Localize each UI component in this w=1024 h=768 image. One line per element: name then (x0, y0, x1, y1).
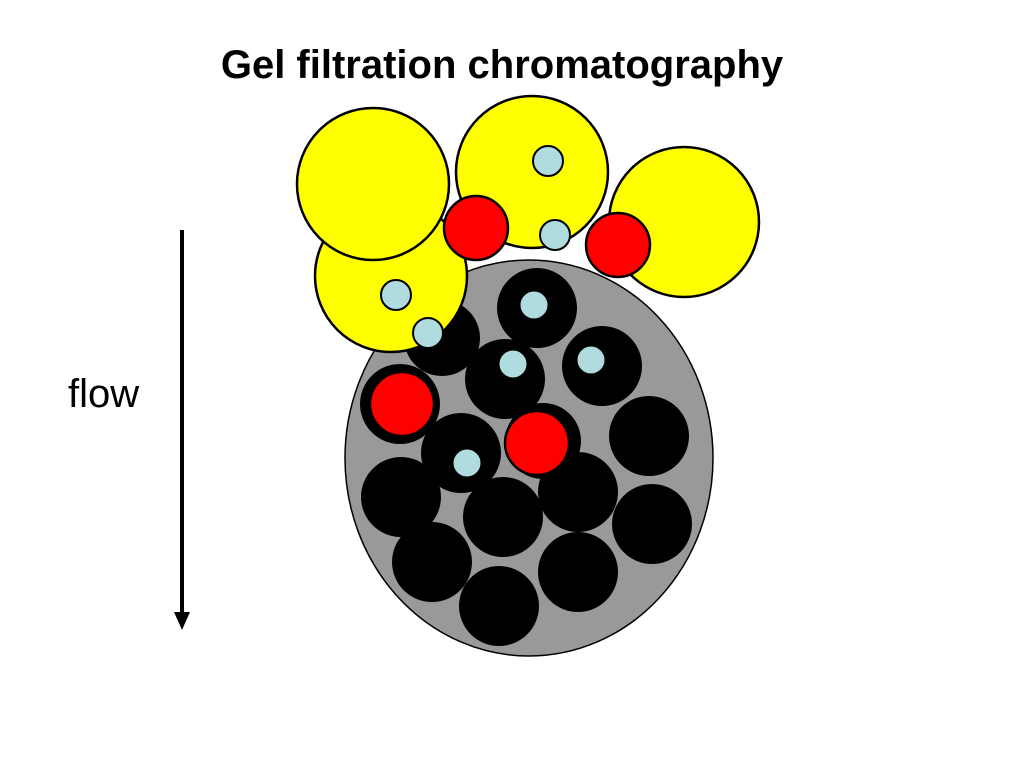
small-molecule (380, 279, 412, 311)
gel-bead (361, 457, 441, 537)
page-title: Gel filtration chromatography (220, 43, 784, 87)
medium-molecule (368, 370, 436, 438)
medium-molecule (503, 409, 571, 477)
small-molecule (532, 145, 564, 177)
small-molecule (498, 349, 528, 379)
medium-molecules (368, 194, 652, 477)
flow-arrow (174, 230, 190, 630)
medium-molecule (584, 211, 652, 279)
small-molecule (539, 219, 571, 251)
small-molecule (452, 448, 482, 478)
small-molecule (412, 317, 444, 349)
gel-bead (609, 396, 689, 476)
flow-arrow-head (174, 612, 190, 630)
gel-bead (459, 566, 539, 646)
gel-bead (392, 522, 472, 602)
gel-bead (463, 477, 543, 557)
flow-label: flow (68, 372, 140, 416)
small-molecule (519, 290, 549, 320)
gel-bead (538, 452, 618, 532)
small-molecules (380, 145, 606, 478)
large-molecule (295, 106, 451, 262)
gel-bead (612, 484, 692, 564)
medium-molecule (442, 194, 510, 262)
small-molecule (576, 345, 606, 375)
gel-bead (538, 532, 618, 612)
